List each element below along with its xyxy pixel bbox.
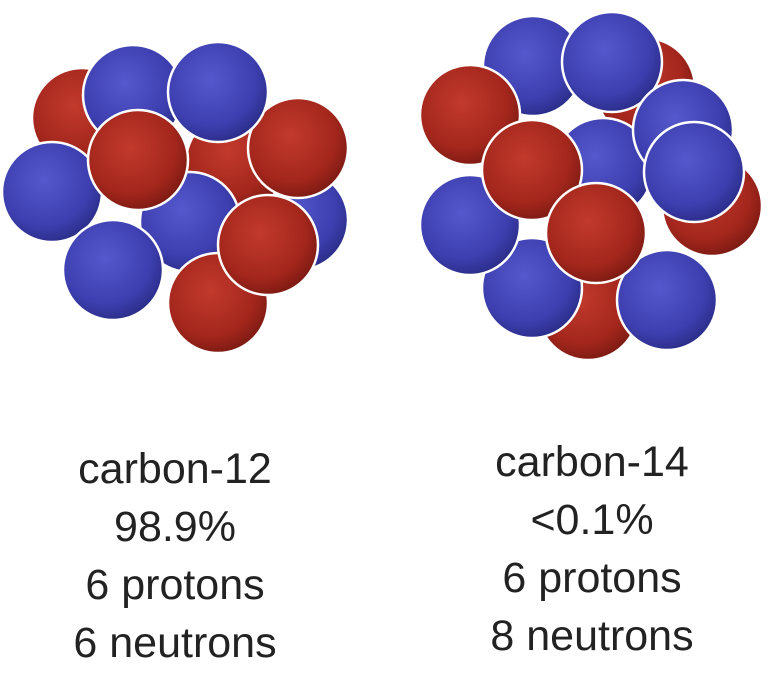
neutron-sphere (615, 248, 719, 352)
carbon-14-name: carbon-14 (495, 438, 689, 486)
carbon-14-caption: carbon-14 <0.1% 6 protons 8 neutrons (422, 433, 762, 665)
carbon-12-nucleus (0, 40, 350, 355)
proton-sphere (246, 96, 350, 200)
carbon-12-proton-count: 6 protons (85, 561, 265, 609)
carbon-14-neutron-count: 8 neutrons (490, 612, 694, 660)
carbon-12-name: carbon-12 (78, 445, 272, 493)
neutron-sphere (642, 120, 746, 224)
carbon-14-abundance: <0.1% (530, 496, 654, 544)
proton-sphere (480, 118, 584, 222)
carbon-14-nucleus (418, 10, 764, 362)
proton-sphere (86, 108, 190, 212)
neutron-sphere (61, 218, 165, 322)
carbon-12-abundance: 98.9% (114, 503, 236, 551)
neutron-sphere (166, 40, 270, 144)
proton-sphere (544, 181, 648, 285)
carbon-14-proton-count: 6 protons (502, 554, 682, 602)
proton-sphere (216, 193, 320, 297)
neutron-sphere (560, 10, 664, 114)
carbon-12-neutron-count: 6 neutrons (73, 619, 277, 667)
carbon-12-caption: carbon-12 98.9% 6 protons 6 neutrons (5, 440, 345, 672)
